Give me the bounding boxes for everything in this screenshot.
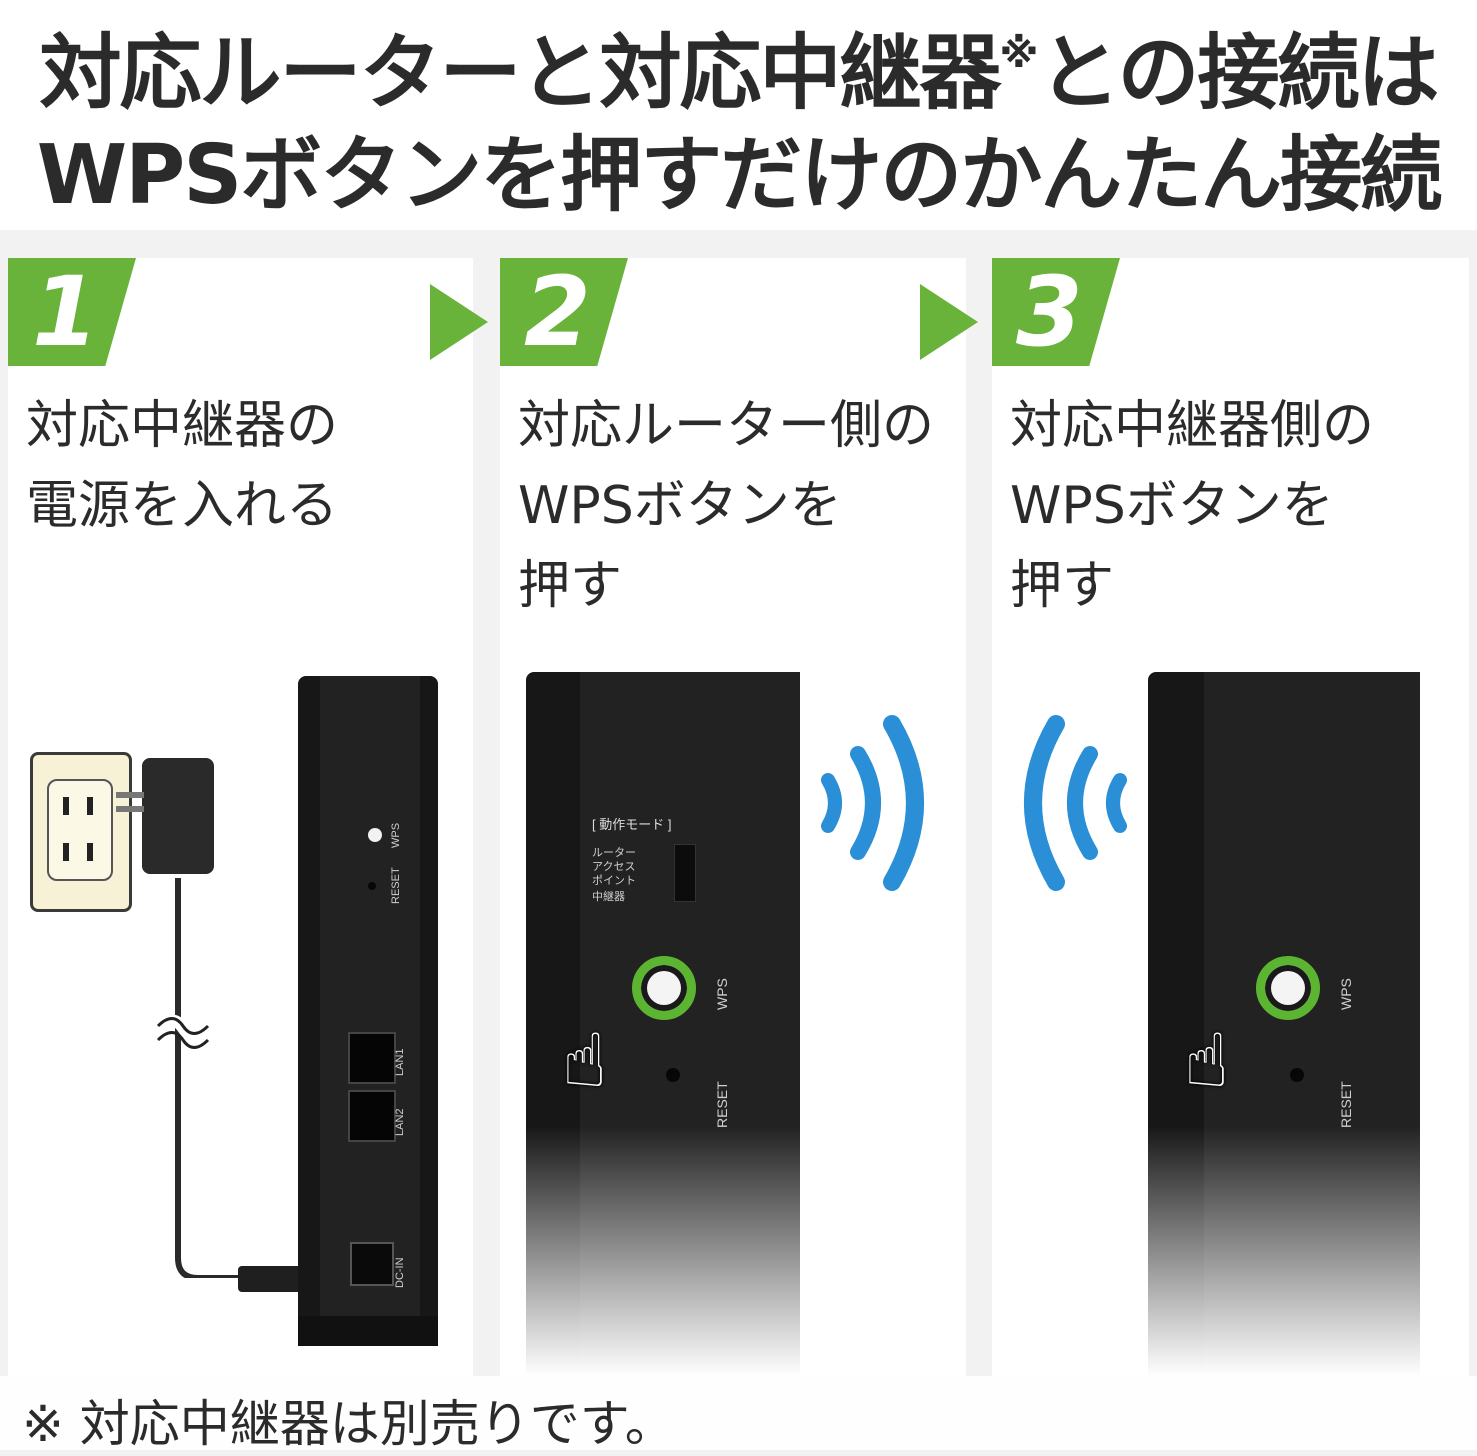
step-1-line-2: 電源を入れる <box>26 476 339 536</box>
wps-button[interactable] <box>368 828 382 842</box>
mode-ap-label-2: ポイント <box>592 875 636 887</box>
headline-line-1: 対応ルーターと対応中継器※との接続は <box>0 6 1477 125</box>
reset-label: RESET <box>714 1081 730 1128</box>
note-mark: ※ <box>999 31 1039 77</box>
step-panel-2: 2 対応ルーター側の WPSボタンを 押す [ 動作モード ] ルーター アクセ… <box>500 258 966 1376</box>
step-arrow-2 <box>920 284 978 360</box>
step-3-line-2: WPSボタンを <box>1010 476 1334 536</box>
wps-label: WPS <box>1338 978 1354 1010</box>
step-badge-3: 3 <box>992 258 1120 366</box>
ac-adapter-icon <box>142 758 214 874</box>
reset-label: RESET <box>1338 1081 1354 1128</box>
headline-part-a: 対応ルーターと対応中継器 <box>39 26 1001 121</box>
mode-router-label: ルーター <box>592 847 636 859</box>
wps-button[interactable] <box>632 956 696 1020</box>
step-badge-1: 1 <box>8 258 136 366</box>
mode-repeater-label: 中継器 <box>592 891 625 903</box>
pointing-hand-icon: ☝ <box>1184 1018 1230 1104</box>
step-3-line-3: 押す <box>1010 556 1115 616</box>
headline: 対応ルーターと対応中継器※との接続は WPSボタンを押すだけのかんたん接続 <box>0 0 1477 230</box>
wall-outlet-icon <box>30 752 132 912</box>
mode-ap-label-1: アクセス <box>592 861 636 873</box>
dc-in-port <box>350 1242 394 1286</box>
step-text-1: 対応中継器の 電源を入れる <box>26 386 338 546</box>
wps-label: WPS <box>714 978 730 1010</box>
lan1-label: LAN1 <box>394 1048 406 1076</box>
lan1-port[interactable] <box>348 1032 396 1084</box>
device-stand <box>298 1316 438 1346</box>
step-3-line-1: 対応中継器側の <box>1010 396 1375 456</box>
lan2-port[interactable] <box>348 1090 396 1142</box>
mode-title: [ 動作モード ] <box>592 817 672 832</box>
step-number-1: 1 <box>32 258 99 368</box>
step-panel-3: 3 対応中継器側の WPSボタンを 押す WPS RESET ☝ <box>992 258 1469 1376</box>
bottom-fade <box>992 1126 1469 1376</box>
step-badge-2: 2 <box>500 258 628 366</box>
step-text-2: 対応ルーター側の WPSボタンを 押す <box>518 386 934 626</box>
step-2-line-1: 対応ルーター側の <box>518 396 935 456</box>
headline-part-b: との接続は <box>1038 26 1439 121</box>
footnote: ※ 対応中継器は別売りです。 <box>0 1376 1477 1453</box>
reset-hole[interactable] <box>1290 1068 1304 1082</box>
bottom-fade <box>500 1126 966 1376</box>
wireless-signal-icon <box>1024 715 1127 891</box>
step-2-line-3: 押す <box>518 556 623 616</box>
pointing-hand-icon: ☝ <box>562 1018 608 1104</box>
dcin-label: DC-IN <box>394 1257 406 1288</box>
reset-hole[interactable] <box>666 1068 680 1082</box>
wps-button[interactable] <box>1256 956 1320 1020</box>
reset-label: RESET <box>390 867 402 904</box>
step-1-line-1: 対応中継器の <box>26 396 339 456</box>
wireless-signal-icon <box>821 715 924 891</box>
step-text-3: 対応中継器側の WPSボタンを 押す <box>1010 386 1374 626</box>
step-panel-1: 1 対応中継器の 電源を入れる WPS RESET LAN1 LAN2 DC-I… <box>8 258 473 1376</box>
step-number-3: 3 <box>1016 258 1083 368</box>
step-number-2: 2 <box>524 258 591 368</box>
step-2-line-2: WPSボタンを <box>518 476 842 536</box>
mode-switch[interactable] <box>674 844 696 902</box>
footnote-text: ※ 対応中継器は別売りです。 <box>22 1395 675 1453</box>
repeater-device-side: WPS RESET LAN1 LAN2 DC-IN <box>298 676 438 1316</box>
step-arrow-1 <box>430 284 488 360</box>
headline-line-2: WPSボタンを押すだけのかんたん接続 <box>36 128 1443 223</box>
reset-hole[interactable] <box>368 882 376 890</box>
lan2-label: LAN2 <box>394 1108 406 1136</box>
wps-label: WPS <box>390 822 402 848</box>
